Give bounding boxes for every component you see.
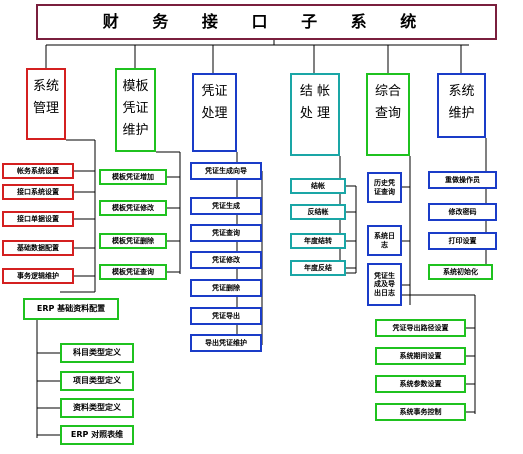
system-title: 财 务 接 口 子 系 统: [36, 4, 497, 40]
item-subject-type-definition[interactable]: 科目类型定义: [60, 343, 134, 363]
item-system-initialization[interactable]: 系统初始化: [428, 264, 493, 280]
category-line: 管理: [32, 101, 59, 116]
category-line: 维护: [122, 123, 149, 138]
item-base-data-config[interactable]: 基础数据配置: [2, 240, 74, 256]
item-voucher-delete[interactable]: 凭证删除: [190, 279, 262, 297]
category-line: 凭证: [122, 101, 149, 116]
item-voucher-wizard[interactable]: 凭证生成向导: [190, 162, 262, 180]
item-interface-system-settings[interactable]: 接口系统设置: [2, 184, 74, 200]
category-maintenance: 系统 维护: [437, 73, 486, 138]
item-exported-voucher-maintenance[interactable]: 导出凭证维护: [190, 334, 262, 352]
item-year-end-reverse[interactable]: 年度反结: [290, 260, 346, 276]
item-system-transaction-control[interactable]: 系统事务控制: [375, 403, 466, 421]
item-template-delete[interactable]: 模板凭证删除: [99, 233, 167, 249]
category-line: 综合: [374, 84, 401, 99]
category-line: 处理: [201, 106, 228, 121]
item-change-password[interactable]: 修改密码: [428, 203, 497, 221]
item-system-period-settings[interactable]: 系统期间设置: [375, 347, 466, 365]
item-template-query[interactable]: 模板凭证查询: [99, 264, 167, 280]
category-line: 凭证: [201, 84, 228, 99]
item-voucher-generate[interactable]: 凭证生成: [190, 197, 262, 215]
category-line: 维护: [448, 106, 475, 121]
item-erp-mapping-table[interactable]: ERP 对照表维: [60, 425, 134, 445]
item-closing[interactable]: 结帐: [290, 178, 346, 194]
item-history-voucher-query[interactable]: 历史凭证查询: [367, 172, 402, 203]
category-line: 结 帐: [299, 84, 331, 99]
category-line: 查询: [374, 106, 401, 121]
item-system-log[interactable]: 系统日志: [367, 225, 402, 256]
category-query: 综合 查询: [366, 73, 410, 156]
item-voucher-modify[interactable]: 凭证修改: [190, 251, 262, 269]
item-accounting-system-settings[interactable]: 帐务系统设置: [2, 163, 74, 179]
category-system-management: 系统 管理: [26, 68, 66, 140]
item-template-modify[interactable]: 模板凭证修改: [99, 200, 167, 216]
category-line: 模板: [122, 79, 149, 94]
category-line: 处 理: [299, 106, 331, 121]
item-system-parameter-settings[interactable]: 系统参数设置: [375, 375, 466, 393]
category-template-voucher: 模板 凭证 维护: [115, 68, 156, 152]
item-redo-operator[interactable]: 重做操作员: [428, 171, 497, 189]
item-voucher-query[interactable]: 凭证查询: [190, 224, 262, 242]
item-export-path-settings[interactable]: 凭证导出路径设置: [375, 319, 466, 337]
item-print-settings[interactable]: 打印设置: [428, 232, 497, 250]
item-transaction-logic-maintenance[interactable]: 事务逻辑维护: [2, 268, 74, 284]
category-closing: 结 帐 处 理: [290, 73, 340, 156]
item-material-type-definition[interactable]: 资料类型定义: [60, 398, 134, 418]
item-year-end-carryover[interactable]: 年度结转: [290, 233, 346, 249]
category-line: 系统: [448, 84, 475, 99]
category-line: 系统: [32, 79, 59, 94]
item-interface-document-settings[interactable]: 接口单据设置: [2, 211, 74, 227]
item-project-type-definition[interactable]: 项目类型定义: [60, 371, 134, 391]
item-erp-base-config[interactable]: ERP 基础资料配置: [23, 298, 119, 320]
item-voucher-gen-export-log[interactable]: 凭证生成及导出日志: [367, 263, 402, 306]
item-template-add[interactable]: 模板凭证增加: [99, 169, 167, 185]
item-reverse-closing[interactable]: 反结帐: [290, 204, 346, 220]
category-voucher-processing: 凭证 处理: [192, 73, 237, 152]
item-voucher-export[interactable]: 凭证导出: [190, 307, 262, 325]
